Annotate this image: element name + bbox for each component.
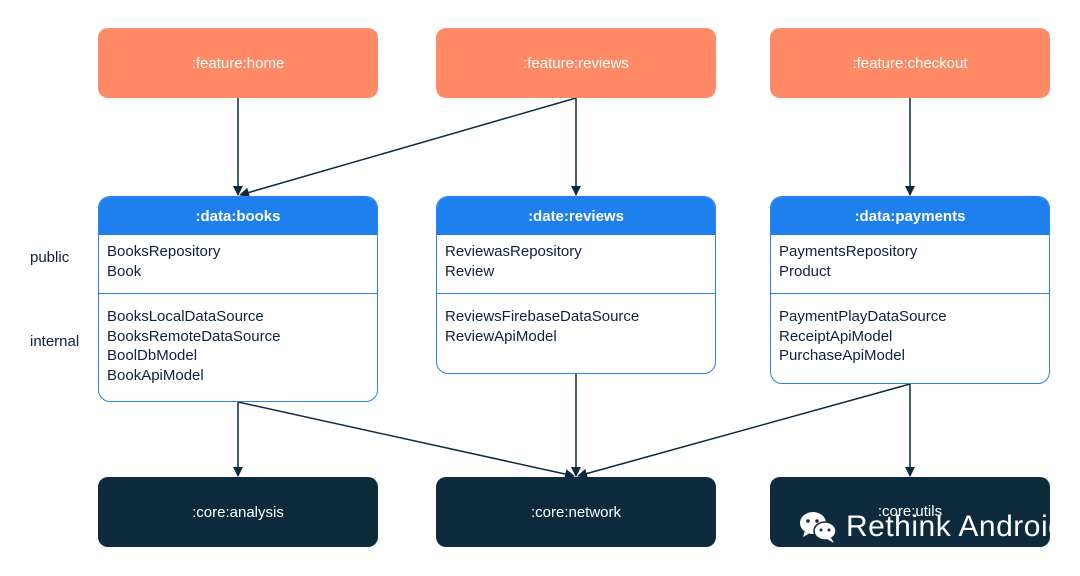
data-reviews-internal-section: ReviewsFirebaseDataSource ReviewApiModel bbox=[437, 294, 715, 346]
data-reviews-module: :date:reviews ReviewasRepository Review … bbox=[436, 196, 716, 374]
data-books-internal-section: BooksLocalDataSource BooksRemoteDataSour… bbox=[99, 294, 377, 385]
internal-class: ReviewApiModel bbox=[445, 327, 557, 345]
internal-class: BooksRemoteDataSource bbox=[107, 327, 281, 345]
public-class: PaymentsRepository bbox=[779, 243, 918, 260]
core-utils-label: :core:utils bbox=[877, 503, 943, 520]
public-class: Book bbox=[107, 262, 142, 280]
data-books-public-section: BooksRepository Book bbox=[99, 235, 377, 294]
data-payments-internal-section: PaymentPlayDataSource ReceiptApiModel Pu… bbox=[771, 294, 1049, 366]
watermark: Rethink Android bbox=[798, 510, 1065, 544]
core-analysis-module: :core:analysis bbox=[98, 477, 378, 547]
feature-reviews-module: :feature:reviews bbox=[436, 28, 716, 98]
core-network-label: :core:network bbox=[530, 503, 622, 521]
arrow-books-to-network bbox=[237, 401, 575, 479]
feature-home-module: :feature:home bbox=[98, 28, 378, 98]
internal-class: PaymentPlayDataSource bbox=[779, 308, 947, 325]
data-reviews-public-section: ReviewasRepository Review bbox=[437, 235, 715, 294]
public-class: BooksRepository bbox=[107, 243, 221, 260]
data-reviews-title: :date:reviews bbox=[437, 197, 715, 235]
public-class: Review bbox=[445, 262, 495, 280]
internal-class: PurchaseApiModel bbox=[779, 347, 905, 364]
arrow-reviews-to-books bbox=[239, 97, 577, 198]
feature-checkout-label: :feature:checkout bbox=[852, 54, 968, 72]
data-payments-title: :data:payments bbox=[771, 197, 1049, 235]
public-class: ReviewasRepository bbox=[445, 243, 582, 260]
internal-class: BooksLocalDataSource bbox=[107, 308, 264, 325]
internal-class: ReviewsFirebaseDataSource bbox=[445, 308, 640, 325]
internal-class: BookApiModel bbox=[107, 366, 204, 384]
feature-checkout-module: :feature:checkout bbox=[770, 28, 1050, 98]
wechat-icon bbox=[800, 512, 837, 543]
arrow-payments-to-network bbox=[577, 383, 911, 479]
core-network-module: :core:network bbox=[436, 477, 716, 547]
public-label: public bbox=[30, 249, 70, 266]
data-payments-public-section: PaymentsRepository Product bbox=[771, 235, 1049, 294]
feature-home-label: :feature:home bbox=[191, 54, 285, 72]
watermark-text: Rethink Android bbox=[846, 510, 1066, 543]
data-books-title: :data:books bbox=[99, 197, 377, 235]
data-payments-module: :data:payments PaymentsRepository Produc… bbox=[770, 196, 1050, 384]
internal-class: BoolDbModel bbox=[107, 347, 198, 364]
core-analysis-label: :core:analysis bbox=[192, 503, 284, 521]
internal-label: internal bbox=[30, 333, 80, 350]
internal-class: ReceiptApiModel bbox=[779, 327, 893, 345]
data-books-module: :data:books BooksRepository Book BooksLo… bbox=[98, 196, 378, 402]
public-class: Product bbox=[779, 262, 831, 280]
feature-reviews-label: :feature:reviews bbox=[523, 54, 629, 72]
